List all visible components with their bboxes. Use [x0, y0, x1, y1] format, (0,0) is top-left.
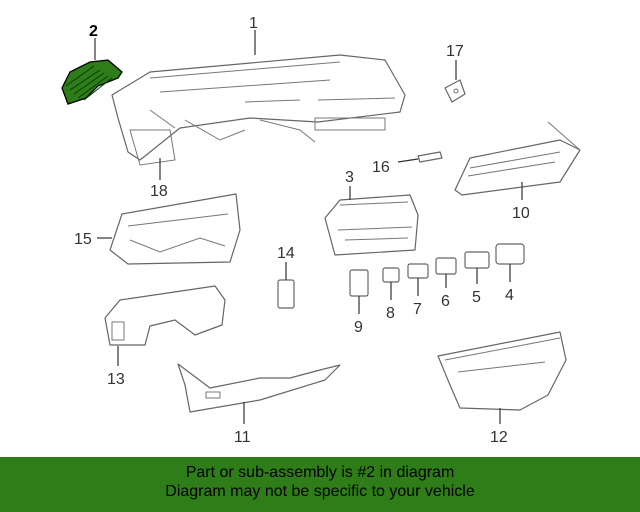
callout-5: 5	[472, 289, 481, 306]
part-1-dashboard[interactable]	[111, 54, 406, 166]
leader-16	[397, 158, 419, 163]
callout-14: 14	[277, 245, 295, 262]
part-8[interactable]	[382, 267, 400, 283]
callout-8: 8	[386, 305, 395, 322]
callout-18: 18	[150, 183, 168, 200]
part-3[interactable]	[324, 194, 419, 256]
parts-diagram: 2 1 18 17 16 10 3 15	[61, 15, 581, 446]
callout-11: 11	[234, 429, 251, 446]
callout-13: 13	[107, 371, 125, 388]
info-banner: Part or sub-assembly is #2 in diagram Di…	[0, 457, 640, 512]
callout-7: 7	[413, 301, 422, 318]
part-15[interactable]	[109, 193, 241, 265]
part-4[interactable]	[495, 243, 525, 265]
callout-12: 12	[490, 429, 508, 446]
callout-3: 3	[345, 169, 354, 186]
callout-6: 6	[441, 293, 450, 310]
part-5[interactable]	[464, 251, 490, 269]
part-2-highlighted[interactable]	[61, 59, 123, 105]
callout-2: 2	[89, 23, 98, 40]
part-11[interactable]	[177, 363, 341, 413]
part-12[interactable]	[437, 331, 567, 411]
part-17[interactable]	[444, 79, 466, 103]
part-16[interactable]	[417, 151, 443, 163]
callout-4: 4	[505, 287, 514, 304]
callout-9: 9	[354, 319, 363, 336]
part-7[interactable]	[407, 263, 429, 279]
callout-17: 17	[446, 43, 464, 60]
part-6[interactable]	[435, 257, 457, 275]
callout-16: 16	[372, 159, 390, 176]
part-9[interactable]	[349, 269, 369, 297]
part-13[interactable]	[104, 285, 226, 346]
banner-line-1: Part or sub-assembly is #2 in diagram	[185, 464, 455, 481]
callout-1: 1	[249, 15, 258, 32]
banner-line-2: Diagram may not be specific to your vehi…	[165, 483, 475, 500]
callout-10: 10	[512, 205, 530, 222]
part-14[interactable]	[277, 279, 295, 309]
part-10[interactable]	[454, 121, 581, 196]
callout-15: 15	[74, 231, 92, 248]
